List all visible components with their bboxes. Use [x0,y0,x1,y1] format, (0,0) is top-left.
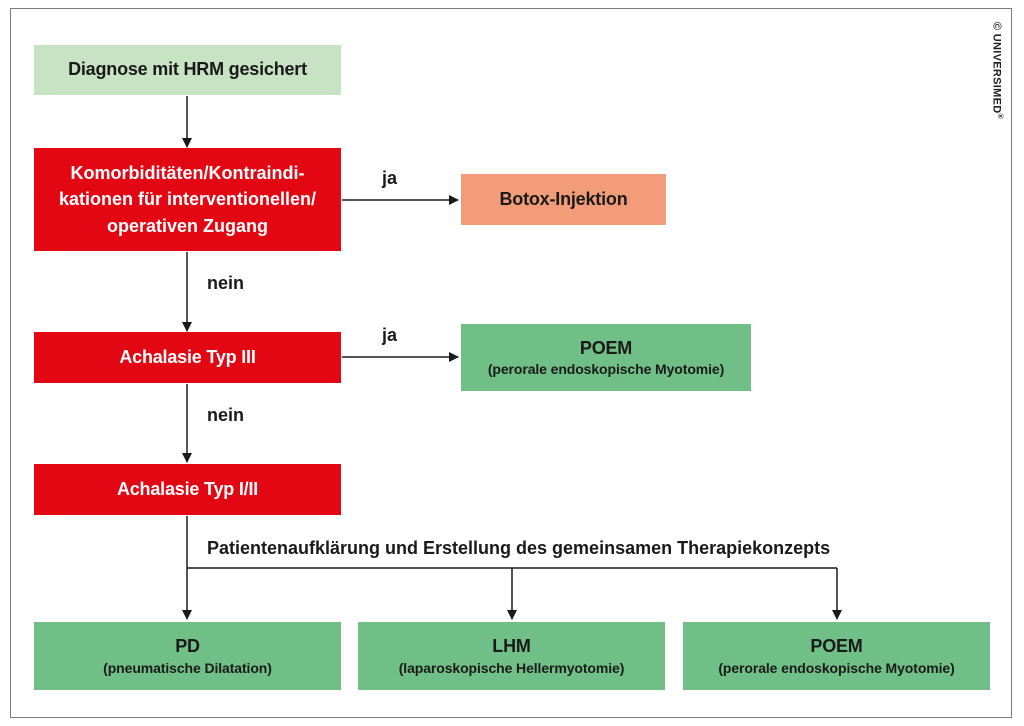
registered-mark: ® [996,113,1003,119]
copyright-notice: © UNIVERSIMED® [990,22,1003,119]
box-botox-text: Botox-Injektion [499,188,628,209]
box-komorbiditaeten: Komorbiditäten/Kontraindi- kationen für … [34,148,341,251]
diagram-frame [10,8,1012,718]
box-poem-bottom-title: POEM [810,636,863,657]
box-poem-top: POEM (perorale endoskopische Myotomie) [461,324,751,391]
box-botox: Botox-Injektion [461,174,666,225]
label-ja-poem: ja [382,325,398,345]
box-lhm-title: LHM [492,636,531,657]
label-ja-botox: ja [382,168,398,188]
box-poem-bottom-sub: (perorale endoskopische Myotomie) [718,659,955,676]
box-poem-top-title: POEM [579,337,633,358]
box-pd-sub: (pneumatische Dilatation) [103,659,272,676]
box-achalasie-typ-1-2: Achalasie Typ I/II [34,464,341,515]
label-nein-typ3: nein [207,273,245,293]
box-achalasie-typ-1-2-text: Achalasie Typ I/II [116,478,259,499]
box-achalasie-typ-3-text: Achalasie Typ III [119,346,256,367]
box-achalasie-typ-3: Achalasie Typ III [34,332,341,383]
box-lhm-sub: (laparoskopische Hellermyotomie) [398,659,625,676]
box-pd: PD (pneumatische Dilatation) [34,622,341,690]
copyright-text: © UNIVERSIMED [990,22,1003,114]
box-diagnose: Diagnose mit HRM gesichert [34,45,341,95]
box-poem-top-sub: (perorale endoskopische Myotomie) [487,361,725,378]
box-pd-title: PD [175,636,200,657]
box-diagnose-text: Diagnose mit HRM gesichert [68,59,307,80]
box-poem-bottom: POEM (perorale endoskopische Myotomie) [683,622,990,690]
box-komorbiditaeten-text: Komorbiditäten/Kontraindi- kationen für … [58,163,317,236]
label-therapiekonzept: Patientenaufklärung und Erstellung des g… [207,538,831,558]
label-nein-typ12: nein [207,405,245,425]
box-lhm: LHM (laparoskopische Hellermyotomie) [358,622,665,690]
